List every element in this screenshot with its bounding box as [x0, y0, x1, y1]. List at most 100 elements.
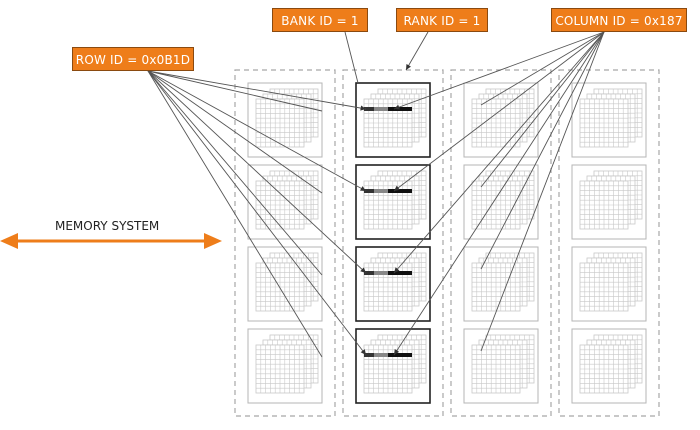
- row-bar-mid: [374, 107, 388, 111]
- rank-2: [450, 69, 552, 417]
- column-line: [480, 31, 605, 270]
- arrow-head: [360, 349, 366, 355]
- column-line: [480, 31, 605, 188]
- cell-grid-lines: [472, 345, 520, 393]
- arrow-head: [394, 349, 400, 355]
- bank: [463, 164, 539, 240]
- cell-grid-lines: [364, 263, 412, 311]
- bank-id-label: BANK ID = 1: [272, 8, 368, 32]
- column-line-selected: [393, 31, 605, 110]
- rank-columns: [234, 69, 660, 417]
- memory-system-arrow: [0, 233, 222, 249]
- row-line: [147, 70, 323, 276]
- cell-grid-lines: [364, 345, 412, 393]
- row-bar-mid: [374, 353, 388, 357]
- row-line-selected: [147, 70, 367, 274]
- row-bar-end: [388, 107, 412, 111]
- cell-grid-lines: [472, 99, 520, 147]
- column-line-selected: [393, 31, 605, 192]
- bank: [247, 328, 323, 404]
- bank: [571, 82, 647, 158]
- row-line: [147, 70, 323, 194]
- bank: [355, 246, 431, 322]
- arrow-head: [394, 185, 400, 191]
- connector-lines: [147, 31, 605, 358]
- rank-border: [234, 69, 336, 417]
- arrow-head: [360, 267, 366, 273]
- column-id-label: COLUMN ID = 0x187: [551, 8, 687, 32]
- column-line-selected: [393, 31, 605, 274]
- cell-array: [255, 262, 305, 312]
- bank: [463, 246, 539, 322]
- arrow-head: [360, 105, 366, 111]
- cell-array: [363, 262, 413, 312]
- bank: [571, 328, 647, 404]
- cell-array: [363, 344, 413, 394]
- column-line: [480, 31, 605, 106]
- row-bar-end: [388, 271, 412, 275]
- row-line-selected: [147, 70, 367, 110]
- cell-array: [579, 180, 629, 230]
- cell-array: [471, 262, 521, 312]
- cell-array: [363, 180, 413, 230]
- arrow-head: [394, 104, 400, 110]
- row-bar-end: [388, 189, 412, 193]
- row-bar-mid: [374, 189, 388, 193]
- memory-system-label: MEMORY SYSTEM: [55, 219, 160, 233]
- row-line-selected: [147, 70, 367, 192]
- cell-grid-lines: [256, 345, 304, 393]
- bank: [571, 246, 647, 322]
- cell-grid-lines: [364, 181, 412, 229]
- rank-border: [558, 69, 660, 417]
- cell-array: [471, 344, 521, 394]
- rank-3: [558, 69, 660, 417]
- rank-line: [405, 31, 429, 71]
- cell-grid-lines: [256, 99, 304, 147]
- bank: [355, 164, 431, 240]
- bank: [247, 164, 323, 240]
- row-bar-end: [388, 353, 412, 357]
- bank: [571, 164, 647, 240]
- cell-grid-lines: [580, 181, 628, 229]
- row-bar-mid: [374, 271, 388, 275]
- bank: [463, 82, 539, 158]
- cell-array: [255, 180, 305, 230]
- row-line: [147, 70, 323, 358]
- cell-grid-lines: [580, 345, 628, 393]
- rank-1: [342, 69, 444, 417]
- cell-grid-lines: [580, 263, 628, 311]
- cell-array: [579, 262, 629, 312]
- arrow-head: [360, 186, 366, 191]
- rank-border: [342, 69, 444, 417]
- cell-grid-lines: [580, 99, 628, 147]
- cell-grid-lines: [364, 99, 412, 147]
- bank: [355, 328, 431, 404]
- cell-array: [579, 98, 629, 148]
- rank-0: [234, 69, 336, 417]
- cell-array: [255, 344, 305, 394]
- column-line: [480, 31, 605, 352]
- cell-grid-lines: [256, 181, 304, 229]
- cell-array: [471, 180, 521, 230]
- cell-array: [255, 98, 305, 148]
- cell-array: [579, 344, 629, 394]
- row-line: [147, 70, 323, 112]
- row-bar-start: [364, 271, 374, 275]
- cell-grid-lines: [256, 263, 304, 311]
- rank-id-label: RANK ID = 1: [396, 8, 488, 32]
- bank: [463, 328, 539, 404]
- row-line-selected: [147, 70, 367, 356]
- cell-array: [363, 98, 413, 148]
- bank-line: [344, 31, 359, 84]
- bank: [247, 246, 323, 322]
- column-line-selected: [393, 31, 605, 356]
- bank: [355, 82, 431, 158]
- cell-array: [471, 98, 521, 148]
- arrow-head: [406, 64, 411, 70]
- row-bar-start: [364, 189, 374, 193]
- arrow-head: [394, 267, 400, 273]
- row-id-label: ROW ID = 0x0B1D: [72, 47, 194, 71]
- row-bar-start: [364, 107, 374, 111]
- row-bar-start: [364, 353, 374, 357]
